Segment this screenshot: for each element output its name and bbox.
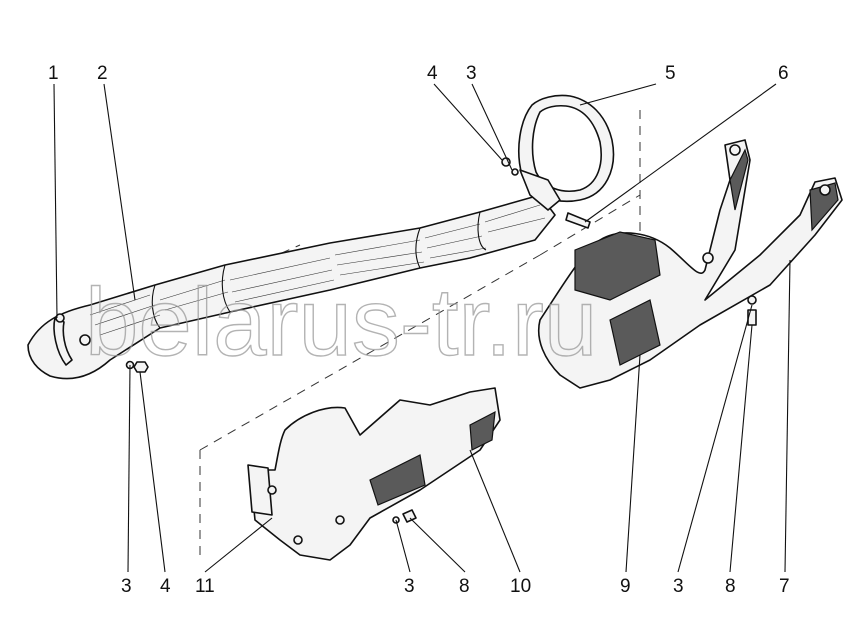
callouts-bottom: 3 4 11 3 8 10 9 3 8 7 xyxy=(121,576,790,597)
callout-8-a: 8 xyxy=(459,576,470,597)
callout-10: 10 xyxy=(510,576,531,597)
callout-6: 6 xyxy=(778,63,789,84)
callout-11: 11 xyxy=(195,576,215,597)
callouts-top: 1 2 4 3 5 6 xyxy=(48,63,789,84)
watermark-text: belarus-tr.ru xyxy=(85,269,597,376)
rear-shield-part-9 xyxy=(537,139,843,389)
callout-7: 7 xyxy=(779,576,790,597)
callout-8-b: 8 xyxy=(725,576,736,597)
lower-shield-part-10 xyxy=(247,387,501,561)
callout-4-bottom: 4 xyxy=(160,576,171,597)
callout-4-top: 4 xyxy=(427,63,438,84)
strap-band-part-5 xyxy=(501,94,615,229)
callout-3-bottom-c: 3 xyxy=(673,576,684,597)
callout-3-bottom-b: 3 xyxy=(404,576,415,597)
callout-3-top: 3 xyxy=(466,63,477,84)
callout-5: 5 xyxy=(665,63,676,84)
callout-2: 2 xyxy=(97,63,108,84)
callout-3-bottom-a: 3 xyxy=(121,576,132,597)
pipe-shroud-part-2 xyxy=(27,194,556,380)
callout-1: 1 xyxy=(48,63,59,84)
callout-9: 9 xyxy=(620,576,631,597)
leader-lines xyxy=(53,83,791,573)
